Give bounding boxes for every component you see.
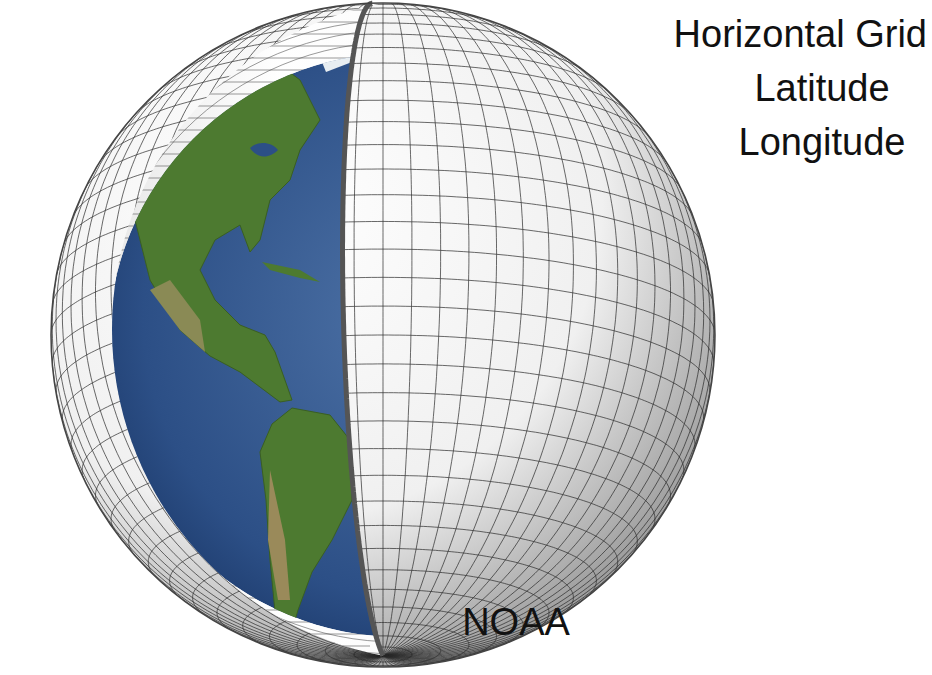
label-text: Latitude	[754, 68, 889, 110]
inner-earth	[108, 14, 692, 652]
great-lakes	[250, 143, 278, 157]
cut-edge	[343, 3, 384, 656]
greenland	[306, 14, 352, 72]
mexico-desert	[150, 280, 205, 352]
south-america	[260, 408, 352, 652]
sphere-outline	[51, 3, 715, 667]
lat-lon-grid	[51, 3, 715, 667]
label-text: Horizontal Grid	[674, 14, 927, 56]
label-text: NOAA	[462, 602, 570, 644]
caribbean-islands	[262, 262, 320, 282]
shell-grid	[30, 10, 719, 664]
label-text: Longitude	[739, 122, 906, 164]
andes	[268, 470, 290, 600]
outer-sphere	[51, 3, 715, 667]
shell-layer-ring	[75, 20, 719, 664]
shell-layer-ring	[97, 42, 697, 642]
shell-layer-ring	[85, 30, 709, 654]
grid-lines	[51, 3, 715, 667]
